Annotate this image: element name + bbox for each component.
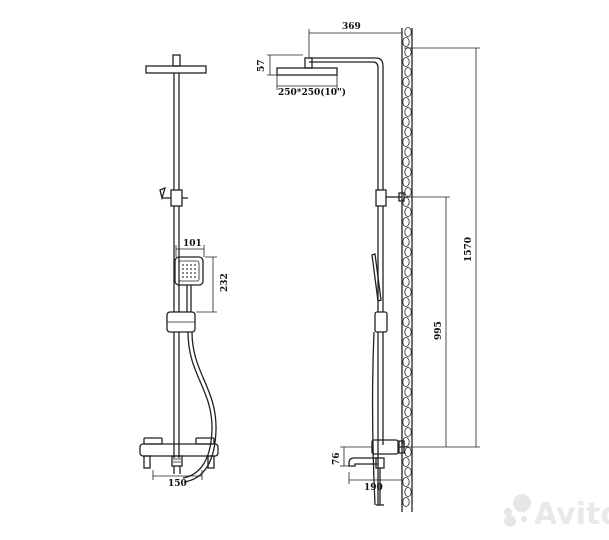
wall-stone [402, 477, 410, 487]
wall-stone [404, 367, 412, 377]
wall-stone [402, 157, 410, 167]
wall-stone [402, 277, 410, 287]
wall-stone [404, 207, 412, 217]
wall-stone [404, 387, 412, 397]
dim-mixer-centers: 150 [168, 479, 187, 489]
dim-total-height: 1570 [464, 237, 474, 262]
wall-stone [402, 497, 410, 507]
wall-stone [402, 237, 410, 247]
side-mixer [371, 439, 399, 455]
wall-stone [404, 87, 412, 97]
wall-stone [404, 347, 412, 357]
dim-head-thickness: 57 [257, 59, 267, 72]
hand-shower-nozzles [182, 264, 196, 278]
wall-stone [404, 227, 412, 237]
wall-stone [402, 257, 410, 267]
front-shower-hose [182, 331, 213, 479]
wall-stone [404, 247, 412, 257]
wall-stone [402, 177, 410, 187]
wall-stone [402, 337, 410, 347]
wall-stone [404, 107, 412, 117]
avito-dots-logo [504, 494, 531, 527]
wall-stone [402, 297, 410, 307]
wall-stone [404, 47, 412, 57]
wall-stone [404, 147, 412, 157]
wall-stone [402, 217, 410, 227]
wall-stone-hatching [402, 27, 412, 507]
wall-stone [404, 467, 412, 477]
avito-watermark: Avito [504, 494, 609, 532]
dim-spout-reach: 190 [364, 483, 383, 493]
dim-head-size: 250*250(10") [278, 87, 346, 98]
wall-stone [402, 397, 410, 407]
wall-stone [402, 97, 410, 107]
dim-arm-reach: 369 [342, 22, 361, 32]
wall-stone [404, 407, 412, 417]
wall-section [401, 28, 413, 512]
wall-stone [404, 447, 412, 457]
wall-stone [402, 457, 410, 467]
wall-stone [402, 77, 410, 87]
wall-stone [404, 327, 412, 337]
side-hand-shower [371, 253, 382, 302]
dim-slider-height: 995 [434, 321, 444, 340]
dim-hand-shower-width: 101 [183, 239, 202, 249]
wall-stone [404, 127, 412, 137]
wall-stone [402, 197, 410, 207]
front-rain-head [145, 65, 207, 74]
wall-stone [404, 27, 412, 37]
wall-stone [402, 117, 410, 127]
front-diverter [170, 189, 183, 207]
wall-stone [402, 37, 410, 47]
front-head-connector [172, 54, 181, 67]
dim-spout-height: 76 [332, 452, 342, 465]
wall-stone [404, 427, 412, 437]
wall-stone [404, 187, 412, 197]
dim-hand-shower-height: 232 [220, 273, 230, 292]
wall-stone [404, 167, 412, 177]
side-rain-head [276, 67, 338, 76]
wall-stone [402, 437, 410, 447]
wall-stone [404, 487, 412, 497]
wall-stone [402, 317, 410, 327]
wall-stone [404, 67, 412, 77]
front-view: 101 232 150 [139, 54, 230, 489]
wall-stone [402, 137, 410, 147]
wall-stone [402, 377, 410, 387]
side-bath-spout [348, 457, 378, 467]
avito-watermark-text: Avito [534, 497, 609, 532]
wall-stone [402, 357, 410, 367]
side-view: 369 57 250*250(10") 1570 995 76 190 [257, 22, 480, 512]
front-hand-shower-head [174, 256, 204, 286]
wall-stone [402, 57, 410, 67]
side-shower-arm [309, 57, 384, 190]
wall-stone [404, 287, 412, 297]
wall-stone [404, 307, 412, 317]
wall-stone [402, 417, 410, 427]
wall-stone [404, 267, 412, 277]
